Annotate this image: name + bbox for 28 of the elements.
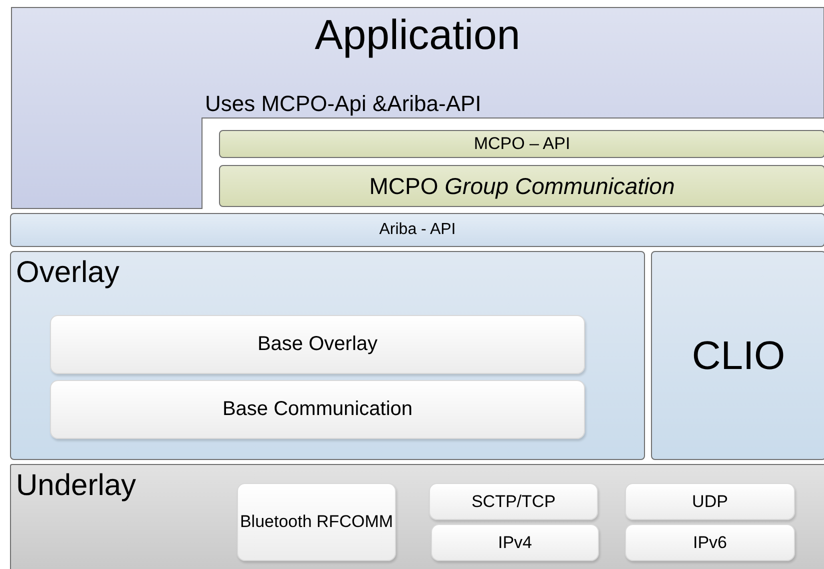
component-box (50, 380, 585, 439)
component-label: MCPO Group Communication (369, 172, 675, 200)
layer-title: Application (314, 11, 522, 59)
layer-title: Underlay (16, 468, 136, 504)
component-label: Bluetooth RFCOMM (240, 511, 394, 533)
component-label: UDP (692, 490, 728, 512)
component-box (431, 524, 599, 561)
component-label: Base Communication (222, 397, 413, 422)
component-label: Ariba - API (379, 220, 456, 240)
component-label: IPv4 (498, 532, 532, 554)
component-label: Base Overlay (257, 332, 378, 357)
api-bar (10, 213, 824, 247)
component-box (625, 483, 795, 520)
layer-panel (10, 251, 645, 460)
layer-panel (10, 464, 824, 569)
component-box (50, 315, 585, 374)
component-box (429, 483, 598, 520)
component-label: IPv6 (692, 532, 728, 554)
component-label: SCTP/TCP (471, 490, 556, 512)
component-bar (219, 130, 824, 158)
layer-title: CLIO (692, 332, 786, 380)
component-box (237, 483, 396, 561)
layer-panel (651, 251, 824, 460)
layer-note: Uses MCPO-Api &Ariba-API (205, 91, 482, 117)
layer-title: Overlay (16, 255, 120, 291)
component-bar (219, 165, 824, 207)
component-label: MCPO – API (474, 133, 570, 155)
component-box (625, 524, 795, 561)
